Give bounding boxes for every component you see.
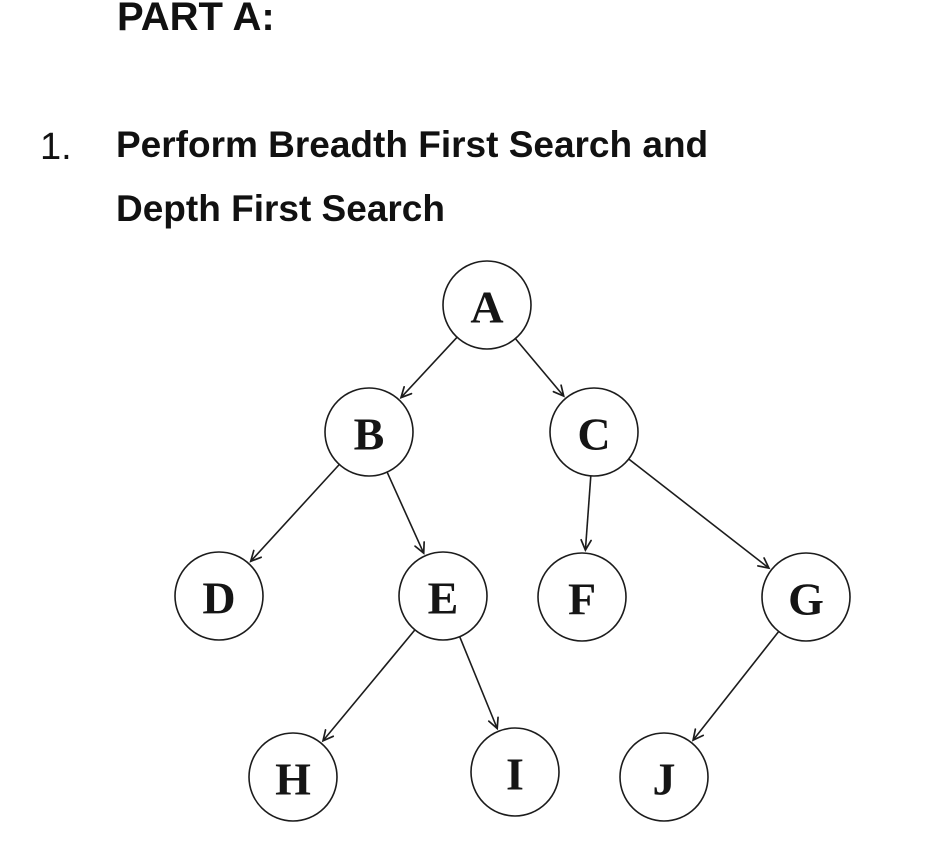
edge-A-B xyxy=(399,336,458,399)
section-heading: PART A: xyxy=(117,0,275,39)
node-label-H: H xyxy=(275,754,311,805)
node-label-F: F xyxy=(568,574,596,625)
node-label-J: J xyxy=(653,754,676,805)
node-C xyxy=(549,387,639,477)
node-label-D: D xyxy=(202,573,235,624)
node-F xyxy=(537,552,627,642)
node-J xyxy=(619,732,709,822)
question-text-line1: Perform Breadth First Search and xyxy=(116,124,709,165)
node-A xyxy=(442,260,532,350)
node-I xyxy=(470,727,560,817)
node-label-B: B xyxy=(354,409,385,460)
node-D xyxy=(174,551,264,641)
node-label-A: A xyxy=(470,282,503,333)
node-B xyxy=(324,387,414,477)
question-text-line2: Depth First Search xyxy=(116,188,445,229)
edge-B-E xyxy=(386,471,425,555)
node-E xyxy=(398,551,488,641)
edge-C-G xyxy=(628,458,771,570)
node-label-G: G xyxy=(788,574,824,625)
node-H xyxy=(248,732,338,822)
node-label-C: C xyxy=(577,409,610,460)
edge-A-C xyxy=(514,338,565,398)
node-label-E: E xyxy=(428,573,459,624)
edge-E-I xyxy=(458,636,499,731)
node-G xyxy=(761,552,851,642)
edge-E-H xyxy=(321,629,416,743)
edge-B-D xyxy=(249,463,340,563)
edge-G-J xyxy=(691,631,780,742)
node-label-I: I xyxy=(506,749,524,800)
question-number: 1. xyxy=(40,126,72,168)
edge-C-F xyxy=(580,475,592,552)
